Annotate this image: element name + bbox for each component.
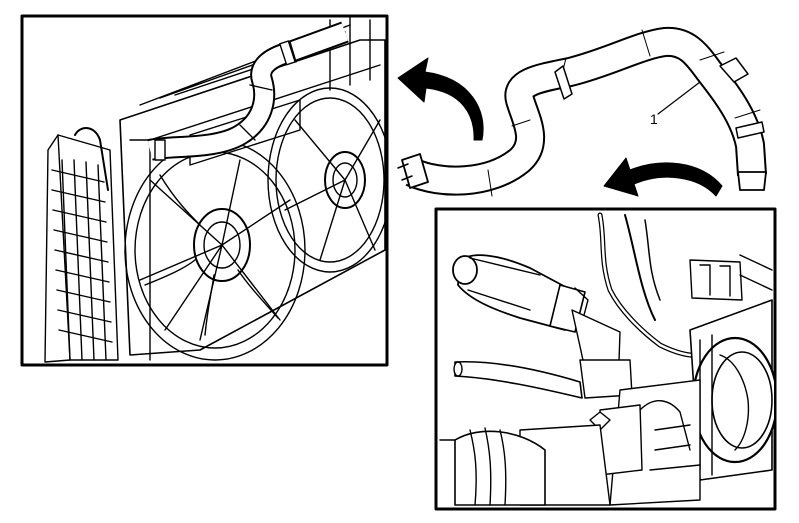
radiator-icon bbox=[44, 127, 119, 363]
arrow-to-engine-icon bbox=[603, 157, 723, 197]
clamp-icon bbox=[397, 57, 767, 191]
arrow-to-radiator-icon bbox=[397, 57, 484, 141]
wire-harness-icon bbox=[597, 212, 773, 358]
clamp-icon bbox=[154, 40, 296, 161]
engine-inlet-panel bbox=[434, 207, 777, 511]
callout-leader bbox=[657, 81, 701, 115]
radiator-hose-part: 1 bbox=[397, 26, 767, 197]
hose-icon bbox=[147, 21, 349, 161]
radiator-fan-panel bbox=[20, 14, 389, 367]
throttle-body-icon bbox=[689, 299, 774, 481]
callout-label: 1 bbox=[650, 111, 658, 127]
cooling-fan-icon bbox=[267, 87, 386, 273]
hose-icon bbox=[405, 26, 767, 197]
